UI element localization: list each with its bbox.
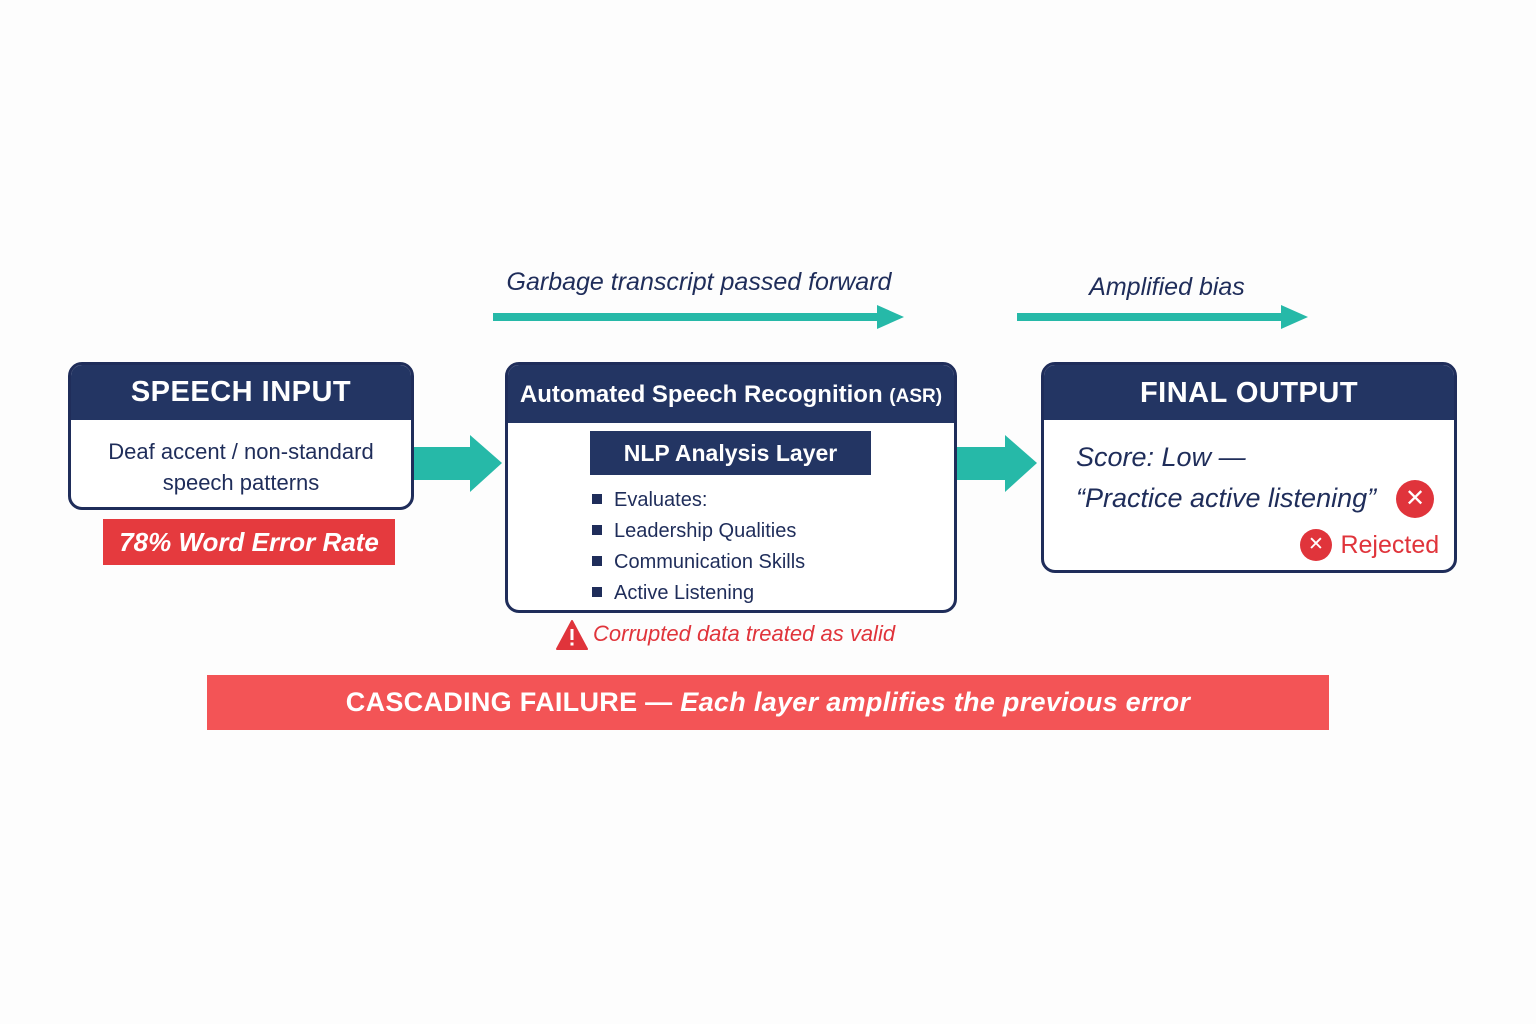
asr-box: Automated Speech Recognition (ASR) NLP A…: [505, 362, 957, 613]
list-item-label: Evaluates:: [614, 489, 708, 511]
list-item: Evaluates:: [592, 485, 805, 516]
speech-input-title: SPEECH INPUT: [71, 365, 411, 420]
nlp-analysis-layer-header: NLP Analysis Layer: [590, 431, 871, 475]
flow-label-amplified-bias: Amplified bias: [1089, 273, 1245, 301]
final-output-box: FINAL OUTPUT Score: Low — “Practice acti…: [1041, 362, 1457, 573]
list-item: Active Listening: [592, 578, 805, 609]
big-arrow-1: [414, 435, 502, 492]
asr-title-abbr: (ASR): [889, 386, 943, 407]
list-item-label: Active Listening: [614, 582, 755, 604]
word-error-rate-badge: 78% Word Error Rate: [103, 519, 395, 565]
asr-title-text: Automated Speech Recognition: [519, 381, 883, 408]
list-item-label: Communication Skills: [614, 551, 806, 573]
banner-emphasis-text: Each layer amplifies the previous error: [680, 687, 1191, 717]
speech-input-description: Deaf accent / non-standard speech patter…: [71, 420, 411, 498]
rejected-status: ✕ Rejected: [1300, 529, 1439, 563]
square-bullet-icon: [592, 586, 602, 597]
flow-label-garbage-transcript: Garbage transcript passed forward: [506, 268, 892, 296]
asr-title: Automated Speech Recognition (ASR): [508, 365, 954, 423]
list-item: Leadership Qualities: [592, 516, 805, 547]
score-line-1: Score: Low —: [1076, 442, 1246, 472]
banner-strong-text: CASCADING FAILURE —: [345, 687, 673, 717]
rejected-x-icon: ✕: [1300, 529, 1332, 561]
score-line-2: “Practice active listening”: [1076, 483, 1377, 513]
evaluation-list: Evaluates: Leadership Qualities Communic…: [592, 485, 805, 609]
square-bullet-icon: [592, 524, 602, 535]
thin-arrow-2: [1017, 305, 1308, 329]
final-output-title: FINAL OUTPUT: [1044, 365, 1454, 420]
error-x-icon: ✕: [1396, 480, 1434, 518]
square-bullet-icon: [592, 555, 602, 566]
square-bullet-icon: [592, 493, 602, 504]
thin-arrow-1: [493, 305, 904, 329]
cascading-failure-banner: CASCADING FAILURE — Each layer amplifies…: [207, 675, 1329, 730]
corrupted-data-warning-text: Corrupted data treated as valid: [593, 621, 896, 646]
score-text: Score: Low — “Practice active listening”: [1076, 437, 1376, 519]
speech-input-line-2: speech patterns: [162, 470, 320, 495]
speech-input-box: SPEECH INPUT Deaf accent / non-standard …: [68, 362, 414, 510]
warning-triangle-icon: [556, 620, 588, 650]
big-arrow-2: [957, 435, 1037, 492]
rejected-label: Rejected: [1340, 530, 1440, 559]
list-item-label: Leadership Qualities: [614, 520, 797, 542]
list-item: Communication Skills: [592, 547, 805, 578]
speech-input-line-1: Deaf accent / non-standard: [108, 439, 374, 464]
